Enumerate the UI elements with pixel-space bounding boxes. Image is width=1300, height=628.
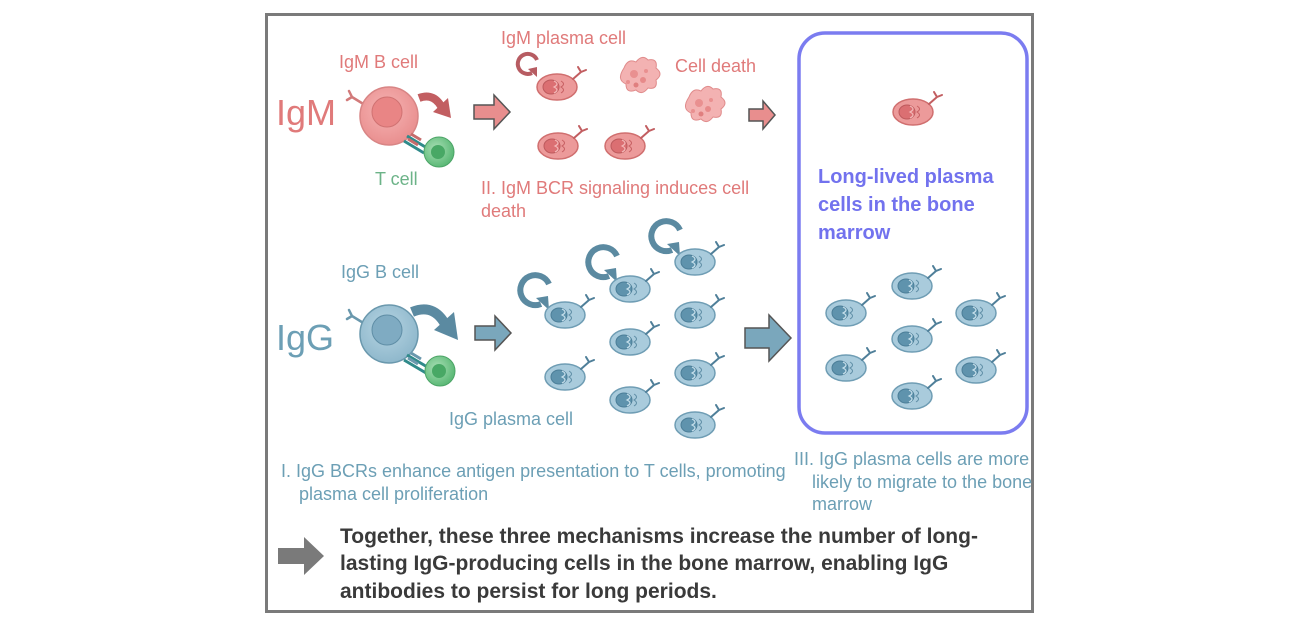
igm-plasma-cell-icon — [536, 66, 587, 101]
proliferation-cycle-icon — [515, 51, 539, 79]
bone-marrow-box — [797, 31, 1029, 435]
igm-arrow-2 — [748, 98, 776, 132]
summary-text: Together, these three mechanisms increas… — [340, 525, 978, 603]
proliferation-cycle-icon — [520, 275, 549, 310]
proliferation-cycle-icon — [588, 247, 617, 282]
igm-plasma-cell-icon — [604, 125, 655, 160]
bm-igg-plasma-cell-icon — [825, 292, 876, 327]
igm-plasma-cell-icon — [537, 125, 588, 160]
igm-b-cell-illustration — [345, 86, 455, 168]
bm-igg-plasma-cell-icon — [891, 265, 942, 300]
igm-arrow-1 — [473, 93, 512, 131]
igg-plasma-cell-icon — [609, 268, 660, 303]
igg-plasma-cell-icon — [674, 294, 725, 329]
igg-plasma-cell-icon — [674, 241, 725, 276]
migration-note: III. IgG plasma cells are more likely to… — [794, 449, 1033, 514]
igm-plasma-cell-label: IgM plasma cell — [501, 28, 627, 48]
bone-marrow-title: Long-lived plasma cells in the bone marr… — [818, 166, 994, 244]
igg-plasma-cell-icon — [609, 379, 660, 414]
igg-row-label: IgG — [276, 317, 335, 358]
cell-death-label: Cell death — [675, 56, 757, 76]
bm-igg-plasma-cell-icon — [825, 347, 876, 382]
igg-arrow-1 — [474, 314, 513, 352]
igg-plasma-cell-label: IgG plasma cell — [449, 409, 574, 429]
igg-arrow-2 — [744, 313, 793, 363]
t-cell-label: T cell — [375, 169, 418, 189]
bm-igg-plasma-cell-icon — [955, 292, 1006, 327]
igm-b-cell-label: IgM B cell — [339, 52, 419, 72]
igg-plasma-cell-icon — [544, 294, 595, 329]
igg-b-cell-label: IgG B cell — [341, 262, 420, 282]
igg-plasma-cell-icon — [544, 356, 595, 391]
dead-cell-icon — [684, 85, 726, 123]
igm-row-label: IgM — [276, 92, 337, 133]
igg-plasma-cell-icon — [674, 404, 725, 439]
dead-cell-icon — [619, 56, 661, 94]
bm-igg-plasma-cell-icon — [891, 375, 942, 410]
igg-b-cell-illustration — [345, 304, 458, 387]
summary-arrow — [278, 537, 324, 575]
igg-plasma-cell-icon — [609, 321, 660, 356]
bm-igm-plasma-cell-icon — [892, 91, 943, 126]
proliferation-cycle-icon — [651, 221, 680, 256]
bm-igg-plasma-cell-icon — [955, 349, 1006, 384]
igg-plasma-cell-icon — [674, 352, 725, 387]
bm-igg-plasma-cell-icon — [891, 318, 942, 353]
igg-mechanism-note: I. IgG BCRs enhance antigen presentation… — [281, 461, 786, 504]
igm-mechanism-note: II. IgM BCR signaling induces cell death — [481, 178, 750, 221]
